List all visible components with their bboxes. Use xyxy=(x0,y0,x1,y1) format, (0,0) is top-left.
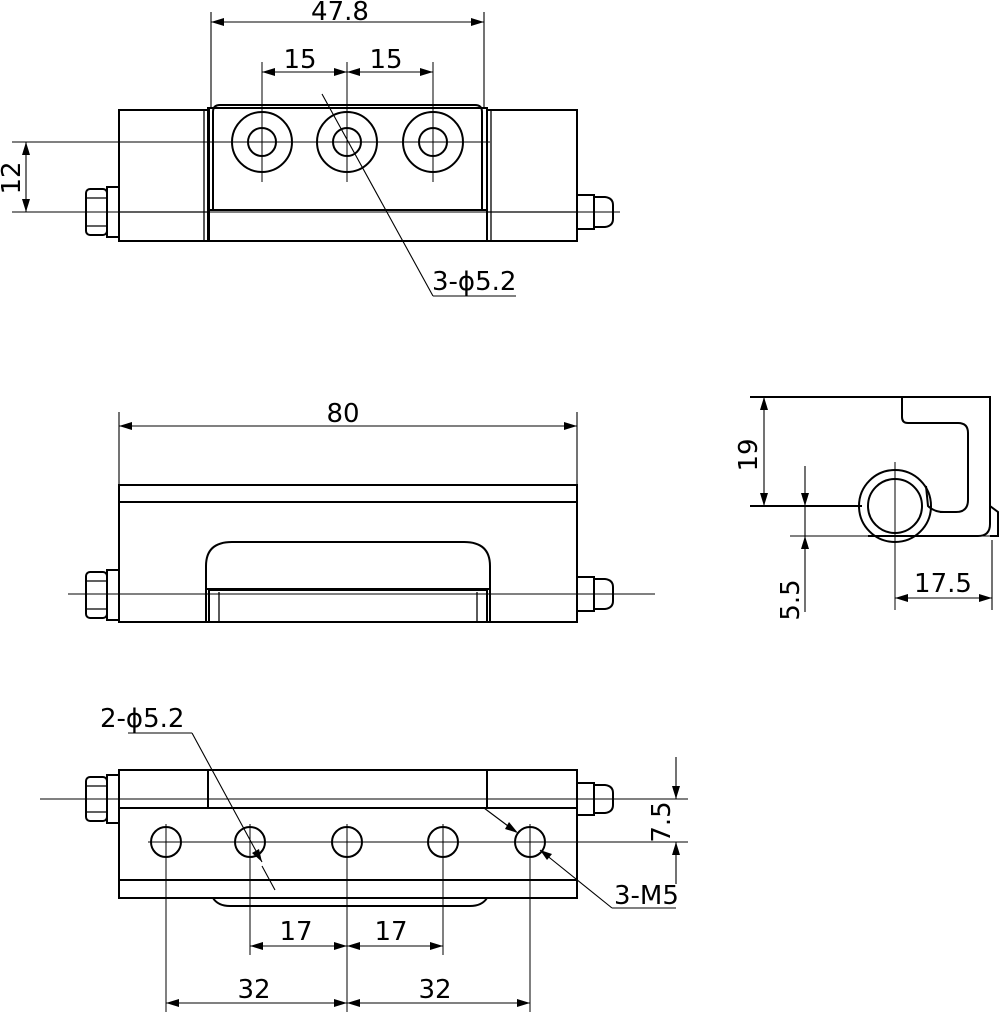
dim-bottom-pitch-right: 17 xyxy=(374,917,407,947)
dim-top-width: 47.8 xyxy=(311,0,369,27)
dim-top-height: 12 xyxy=(0,161,27,194)
dim-side-offset: 5.5 xyxy=(776,579,806,620)
label-bottom-holes: 2-ϕ5.2 xyxy=(100,704,184,734)
dim-bottom-span-right: 32 xyxy=(418,975,451,1005)
dim-side-height: 19 xyxy=(734,438,764,471)
dim-bottom-span-left: 32 xyxy=(237,975,270,1005)
label-top-holes: 3-ϕ5.2 xyxy=(432,267,516,297)
dim-bottom-edge: 7.5 xyxy=(647,801,677,842)
label-bottom-threads: 3-M5 xyxy=(614,881,679,911)
side-view: 19 5.5 17.5 xyxy=(734,396,999,621)
dim-top-pitch-right: 15 xyxy=(369,45,402,75)
front-view: 80 xyxy=(68,399,655,623)
dim-side-width: 17.5 xyxy=(914,569,972,599)
dim-front-length: 80 xyxy=(326,399,359,429)
top-view: 47.8 15 15 12 3-ϕ5.2 xyxy=(0,0,620,297)
dim-bottom-pitch-left: 17 xyxy=(279,917,312,947)
dim-top-pitch-left: 15 xyxy=(283,45,316,75)
bottom-view: 2-ϕ5.2 3-M5 7.5 17 17 32 32 xyxy=(40,704,688,1012)
